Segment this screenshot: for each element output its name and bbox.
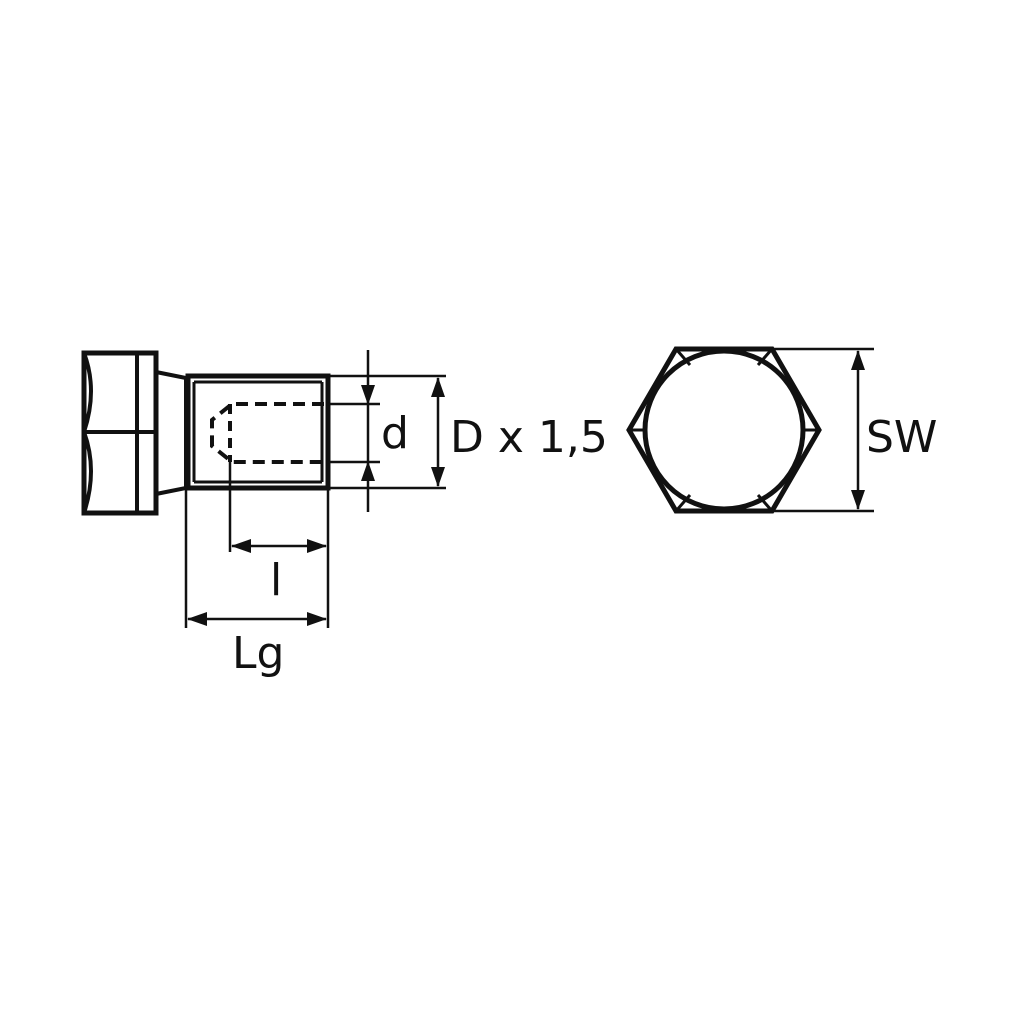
- label-SW: SW: [866, 412, 937, 463]
- label-Lg: Lg: [232, 628, 284, 679]
- dimension-d: d: [361, 350, 409, 512]
- threaded-body: [185, 373, 331, 491]
- hex-head-side: [81, 350, 159, 516]
- dimension-Lg: Lg: [187, 612, 327, 679]
- hidden-bore: [210, 402, 324, 464]
- top-view: SW: [626, 346, 937, 514]
- collar: [155, 370, 188, 496]
- label-D: D x 1,5: [450, 412, 608, 463]
- label-l: l: [270, 555, 282, 606]
- label-d: d: [381, 408, 409, 459]
- chamfer-circle: [642, 348, 806, 512]
- dimension-SW: SW: [851, 350, 937, 510]
- dimension-D: D x 1,5: [431, 377, 608, 487]
- side-view: d D x 1,5 l Lg: [81, 350, 608, 679]
- dimension-l: l: [231, 539, 327, 606]
- hex-outline: [626, 346, 822, 514]
- hex-corners: [629, 348, 819, 512]
